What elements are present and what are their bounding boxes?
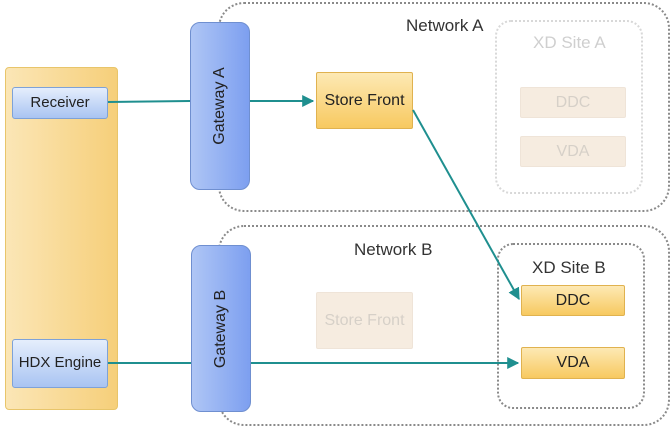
xd-site-b-label: XD Site B [532, 258, 606, 277]
xd-site-a-label: XD Site A [533, 33, 606, 52]
storefront-a-box: Store Front [316, 72, 413, 129]
storefront-b-box: Store Front [316, 292, 413, 349]
site-a-ddc-box: DDC [520, 87, 626, 118]
connector-storefront-to-ddc-b [412, 109, 520, 301]
network-b-label: Network B [354, 240, 433, 259]
xd-site-b-container [497, 243, 645, 409]
receiver-box: Receiver [12, 87, 108, 119]
site-b-vda-box: VDA [521, 347, 625, 379]
site-b-ddc-box: DDC [521, 285, 625, 316]
connector-receiver-to-gateway-a [107, 100, 191, 103]
gateway-b-box: Gateway B [191, 245, 251, 412]
gateway-a-box: Gateway A [190, 22, 250, 190]
site-a-vda-box: VDA [520, 136, 626, 167]
hdx-engine-box: HDX Engine [12, 339, 108, 388]
network-a-label: Network A [406, 16, 484, 35]
